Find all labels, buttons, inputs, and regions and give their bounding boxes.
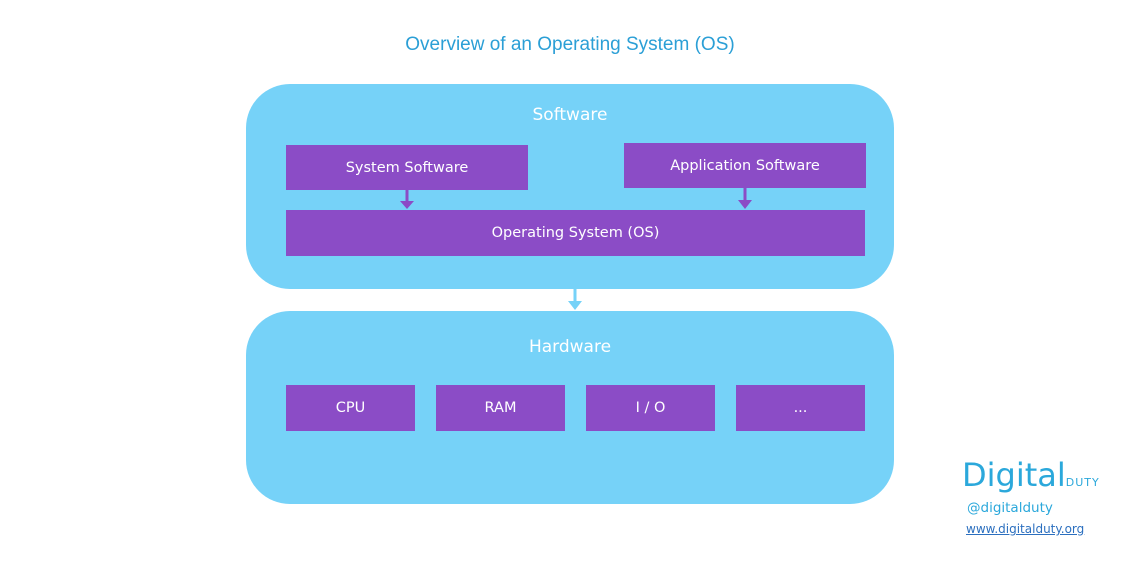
application-to-os-arrow [738,188,752,209]
logo-main-text: Digital [962,456,1066,494]
hardware-label: Hardware [528,337,612,357]
hardware-item-ram: RAM [436,385,565,431]
hardware-item-label: RAM [484,400,517,416]
software-label: Software [532,105,608,125]
hardware-item-label: CPU [335,400,366,416]
website-link[interactable]: www.digitalduty.org [966,522,1085,536]
logo-small-text: DUTY [1065,476,1100,489]
diagram-title: Overview of an Operating System (OS) [405,34,735,55]
social-handle: @digitalduty [967,500,1053,516]
digitalduty-logo: DigitalDUTY [962,456,1100,494]
hardware-item-more: ... [736,385,865,431]
hardware-item-io: I / O [586,385,715,431]
operating-system-label: Operating System (OS) [491,225,660,241]
hardware-item-label: I / O [635,400,666,416]
operating-system-box: Operating System (OS) [286,210,865,256]
application-software-label: Application Software [670,157,820,174]
software-to-hardware-arrow [568,289,582,310]
system-software-box: System Software [286,145,528,190]
system-to-os-arrow [400,190,414,209]
hardware-item-label: ... [793,400,808,416]
hardware-item-cpu: CPU [286,385,415,431]
application-software-box: Application Software [624,143,866,188]
system-software-label: System Software [345,159,469,176]
